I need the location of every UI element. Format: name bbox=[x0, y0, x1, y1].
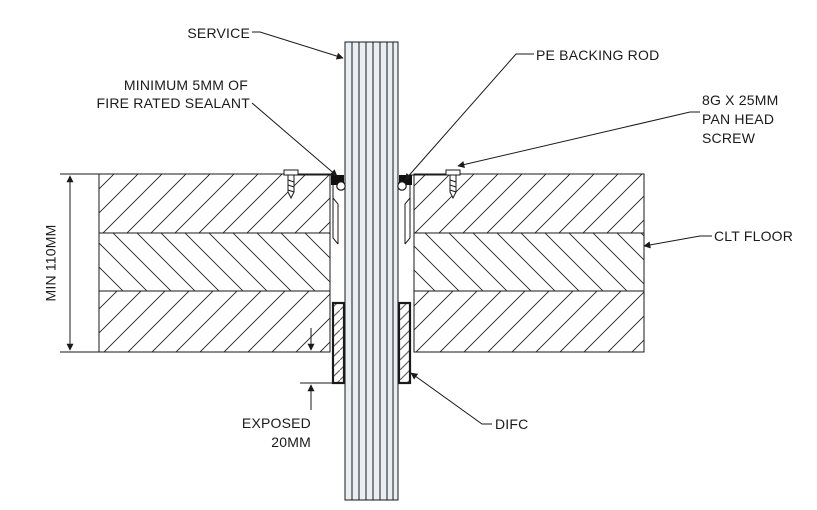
label-exposed-line2: 20MM bbox=[271, 434, 311, 450]
difc-collar-right bbox=[397, 301, 412, 385]
leader-difc bbox=[410, 372, 492, 425]
label-exposed-line1: EXPOSED bbox=[242, 415, 311, 431]
min-thickness-dimension bbox=[60, 173, 99, 353]
leader-service bbox=[252, 31, 344, 60]
label-service: SERVICE bbox=[187, 25, 250, 41]
bracket-left bbox=[332, 180, 339, 245]
label-screw-line1: 8G X 25MM bbox=[702, 92, 779, 108]
leader-sealant bbox=[251, 102, 338, 177]
min-thickness-label: MIN 110MM bbox=[43, 225, 59, 302]
label-difc: DIFC bbox=[495, 416, 528, 432]
leader-screw bbox=[457, 111, 700, 168]
label-sealant-line1: MINIMUM 5MM OF bbox=[124, 77, 248, 93]
sealant-left bbox=[331, 175, 344, 185]
leader-pe-backing-rod bbox=[404, 53, 534, 181]
leader-clt-floor bbox=[643, 235, 712, 249]
label-screw-line3: SCREW bbox=[702, 130, 756, 146]
clt-floor-left bbox=[98, 173, 331, 353]
bracket-right bbox=[404, 180, 411, 245]
backing-rod-left bbox=[336, 181, 346, 191]
clt-floor-right bbox=[413, 173, 645, 353]
service-pipe bbox=[344, 41, 399, 501]
exposed-dimension bbox=[300, 328, 333, 410]
label-pe-backing-rod: PE BACKING ROD bbox=[536, 47, 659, 63]
backing-rod-right bbox=[397, 181, 407, 191]
label-sealant-line2: FIRE RATED SEALANT bbox=[97, 95, 251, 111]
label-screw-line2: PAN HEAD bbox=[702, 111, 774, 127]
label-clt-floor: CLT FLOOR bbox=[714, 228, 793, 244]
screw-left bbox=[283, 169, 299, 200]
difc-collar-left bbox=[331, 301, 346, 385]
screw-right bbox=[445, 169, 461, 200]
